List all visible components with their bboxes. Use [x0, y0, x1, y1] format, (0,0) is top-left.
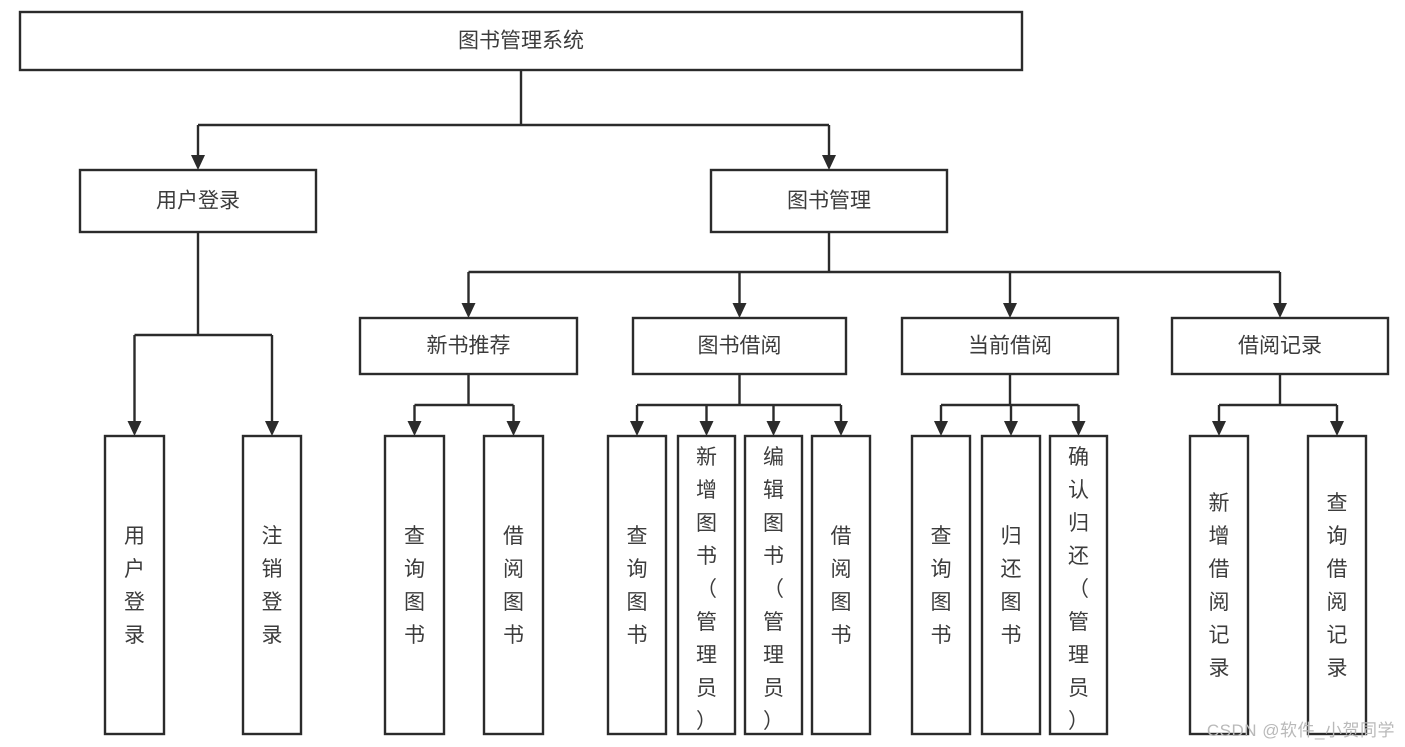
tree-node-leaf-user-login[interactable]: 用户登录 [103, 434, 166, 736]
arrow-head-icon [127, 421, 142, 436]
node-box[interactable] [709, 168, 949, 234]
node-label: 当前借阅 [968, 335, 1052, 358]
tree-node-leaf-query-book-2[interactable]: 查询图书 [606, 434, 668, 736]
node-label: 确认归还（管理员） [1068, 446, 1089, 733]
node-label: 新增借阅记录 [1209, 492, 1230, 680]
node-box[interactable] [743, 434, 804, 736]
node-box[interactable] [606, 434, 668, 736]
tree-node-leaf-query-book-3[interactable]: 查询图书 [910, 434, 972, 736]
tree-node-borrow-record[interactable]: 借阅记录 [1170, 316, 1390, 376]
node-box[interactable] [383, 434, 446, 736]
node-label: 借阅图书 [503, 525, 524, 647]
arrow-head-icon [766, 421, 781, 436]
arrow-head-icon [1004, 421, 1018, 436]
tree-node-book-manage[interactable]: 图书管理 [709, 168, 949, 234]
arrow-head-icon [1330, 421, 1344, 436]
arrow-head-icon [1212, 421, 1226, 436]
arrow-head-icon [1273, 303, 1287, 318]
arrow-head-icon [934, 421, 948, 436]
tree-node-leaf-confirm-return[interactable]: 确认归还（管理员） [1048, 434, 1109, 736]
node-label: 查询图书 [627, 525, 648, 647]
node-box[interactable] [18, 10, 1024, 72]
node-label: 注销登录 [262, 525, 283, 647]
node-label: 借阅记录 [1238, 335, 1322, 358]
node-box[interactable] [1170, 316, 1390, 376]
node-box[interactable] [810, 434, 872, 736]
tree-node-user-login[interactable]: 用户登录 [78, 168, 318, 234]
node-label: 借阅图书 [831, 525, 852, 647]
tree-node-leaf-return-book[interactable]: 归还图书 [980, 434, 1042, 736]
node-box[interactable] [900, 316, 1120, 376]
arrow-head-icon [461, 303, 476, 318]
node-box[interactable] [241, 434, 303, 736]
node-box[interactable] [1048, 434, 1109, 736]
tree-node-leaf-add-record[interactable]: 新增借阅记录 [1188, 434, 1250, 736]
node-label: 图书借阅 [698, 335, 782, 358]
tree-node-current-borrow[interactable]: 当前借阅 [900, 316, 1120, 376]
tree-node-root[interactable]: 图书管理系统 [18, 10, 1024, 72]
node-label: 查询图书 [931, 525, 952, 647]
node-label: 用户登录 [156, 190, 240, 213]
connectors-layer [127, 70, 1344, 436]
node-box[interactable] [910, 434, 972, 736]
tree-node-leaf-borrow-book-2[interactable]: 借阅图书 [810, 434, 872, 736]
node-label: 归还图书 [1001, 525, 1022, 647]
tree-node-leaf-add-book[interactable]: 新增图书（管理员） [676, 434, 737, 736]
nodes-layer: 图书管理系统用户登录图书管理新书推荐图书借阅当前借阅借阅记录用户登录注销登录查询… [18, 10, 1390, 736]
tree-node-leaf-borrow-book-1[interactable]: 借阅图书 [482, 434, 545, 736]
node-box[interactable] [1306, 434, 1368, 736]
tree-node-leaf-query-record[interactable]: 查询借阅记录 [1306, 434, 1368, 736]
arrow-head-icon [822, 155, 836, 170]
arrow-head-icon [699, 421, 714, 436]
node-box[interactable] [358, 316, 579, 376]
arrow-head-icon [732, 303, 747, 318]
arrow-head-icon [265, 421, 279, 436]
arrow-head-icon [630, 421, 644, 436]
node-box[interactable] [631, 316, 848, 376]
arrow-head-icon [506, 421, 521, 436]
node-label: 查询图书 [404, 525, 425, 647]
node-box[interactable] [78, 168, 318, 234]
tree-node-leaf-user-logout[interactable]: 注销登录 [241, 434, 303, 736]
node-label: 新增图书（管理员） [696, 446, 717, 733]
node-box[interactable] [482, 434, 545, 736]
tree-node-leaf-query-book-1[interactable]: 查询图书 [383, 434, 446, 736]
node-label: 编辑图书（管理员） [763, 446, 784, 733]
tree-node-leaf-edit-book[interactable]: 编辑图书（管理员） [743, 434, 804, 736]
node-label: 新书推荐 [427, 335, 511, 358]
tree-node-new-book-recommend[interactable]: 新书推荐 [358, 316, 579, 376]
arrow-head-icon [1003, 303, 1017, 318]
node-label: 查询借阅记录 [1327, 492, 1348, 680]
arrow-head-icon [191, 155, 205, 170]
arrow-head-icon [1071, 421, 1086, 436]
node-label: 图书管理 [787, 190, 871, 213]
tree-node-book-borrow[interactable]: 图书借阅 [631, 316, 848, 376]
arrow-head-icon [834, 421, 848, 436]
arrow-head-icon [407, 421, 422, 436]
node-label: 用户登录 [124, 525, 145, 647]
node-box[interactable] [980, 434, 1042, 736]
node-label: 图书管理系统 [458, 30, 584, 53]
node-box[interactable] [1188, 434, 1250, 736]
node-box[interactable] [676, 434, 737, 736]
node-box[interactable] [103, 434, 166, 736]
